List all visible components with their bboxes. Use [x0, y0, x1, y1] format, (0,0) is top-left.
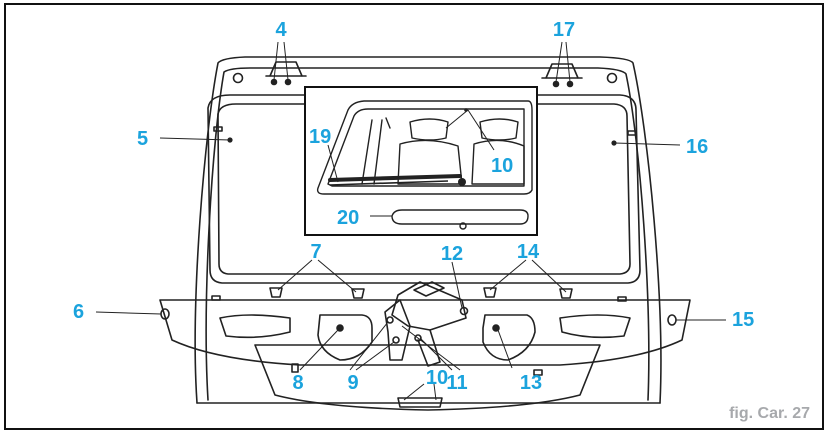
- leader-16: [613, 142, 681, 146]
- inset-headrest-left: [409, 118, 449, 141]
- inset-seat-left: [397, 139, 463, 185]
- inset-seat-right: [471, 139, 525, 185]
- slot-upper-left: [213, 126, 223, 132]
- inset-window-outline: [316, 100, 533, 195]
- leader-14: [489, 259, 567, 293]
- label-10-bottom: 10: [426, 367, 448, 389]
- rear-window-glass: [217, 103, 631, 275]
- rear-window-frame: [207, 94, 641, 284]
- slot-upper-right: [627, 130, 637, 136]
- slot-right: [617, 296, 627, 302]
- motor-bolt-12: [459, 306, 469, 316]
- hollow-right: [482, 314, 536, 361]
- label-7: 7: [310, 241, 321, 263]
- hinge-hole-left: [232, 72, 244, 84]
- label-4: 4: [275, 19, 287, 41]
- boot-lock: [397, 397, 443, 408]
- leader-5: [159, 137, 231, 141]
- label-6: 6: [73, 301, 84, 323]
- label-10-top: 10: [491, 155, 513, 177]
- lower-panel: [159, 299, 691, 366]
- leader-7: [277, 259, 357, 293]
- motor-bolt-11: [414, 334, 422, 342]
- inset-headrest-right: [479, 118, 519, 141]
- trim-clip-7a: [269, 287, 283, 298]
- label-20: 20: [337, 207, 359, 229]
- license-plate-recess: [254, 344, 601, 411]
- label-11: 11: [446, 372, 467, 394]
- leader-8: [299, 329, 339, 371]
- hollow-left-outer: [219, 314, 291, 339]
- leader-13: [497, 329, 513, 369]
- hollow-left: [317, 314, 373, 361]
- leader-4: [273, 41, 289, 81]
- inset-wiper-arm: [328, 174, 462, 182]
- label-5: 5: [137, 128, 148, 150]
- leader-6: [95, 311, 162, 315]
- fixing-8: [336, 324, 344, 332]
- fixing-13: [492, 324, 500, 332]
- upper-fixing-right-a: [552, 80, 560, 88]
- hinge-hole-right: [606, 72, 618, 84]
- label-8: 8: [292, 372, 303, 394]
- slot-left: [211, 295, 221, 301]
- inset-brake-light-screw: [459, 222, 467, 230]
- inset-wiper-pivot: [458, 178, 466, 186]
- label-17: 17: [553, 19, 575, 41]
- side-hole-right: [667, 314, 677, 326]
- inset-detail: [304, 86, 538, 236]
- label-16: 16: [686, 136, 708, 158]
- upper-fixing-left-b: [284, 78, 292, 86]
- tailgate-outline: [194, 56, 662, 404]
- leader-10-bottom: [403, 383, 437, 401]
- trim-clip-7b: [351, 288, 365, 299]
- motor-bolt-9a: [386, 316, 394, 324]
- motor-bolt-9b: [392, 336, 400, 344]
- leader-17: [555, 41, 571, 83]
- label-15: 15: [732, 309, 754, 331]
- leader-10-top: [445, 109, 495, 151]
- label-9: 9: [347, 372, 358, 394]
- label-13: 13: [520, 372, 542, 394]
- trim-clip-14b: [559, 288, 573, 299]
- label-14: 14: [517, 241, 540, 263]
- hollow-right-outer: [559, 314, 631, 339]
- inset-brake-light: [391, 209, 529, 225]
- leader-9: [349, 321, 395, 371]
- upper-bracket-right: [541, 63, 583, 79]
- inset-pillar: [361, 117, 391, 185]
- label-12: 12: [441, 243, 463, 265]
- upper-fixing-left-a: [270, 78, 278, 86]
- inset-wiper-blade: [329, 180, 449, 186]
- wiper-motor-bracket: [384, 299, 441, 367]
- slot-lower-right: [533, 369, 543, 376]
- leader-11: [401, 325, 461, 371]
- slot-lower-left: [291, 363, 299, 373]
- figure-caption: fig. Car. 27: [729, 405, 810, 422]
- upper-fixing-right-b: [566, 80, 574, 88]
- leader-19: [327, 144, 339, 183]
- leader-12: [451, 261, 463, 309]
- label-19: 19: [309, 126, 331, 148]
- wiper-motor-cap: [413, 281, 445, 297]
